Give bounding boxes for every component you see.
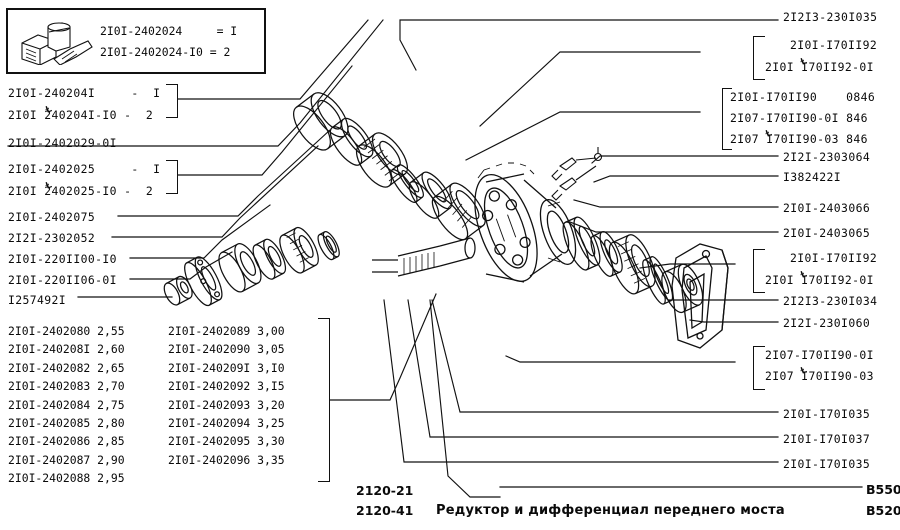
part-label-I70II90-0I-846: 2I07-I70II90-0I 846 <box>730 111 868 125</box>
part-label-2403066: 2I0I-2403066 <box>783 201 871 215</box>
pair-bracket-5 <box>753 249 765 293</box>
leader-lines-shim <box>330 294 436 400</box>
legend-line-1: 2I0I-2402024 = I <box>100 24 238 38</box>
shim-row: 2I0I-2402086 2,85 <box>8 434 125 449</box>
part-label-2I2I-2303064: 2I2I-2303064 <box>783 150 871 164</box>
shim-row: 2I0I-2402090 3,05 <box>168 342 285 357</box>
page-code-top: 2120-21 <box>356 483 414 498</box>
shim-row: 2I0I-2402087 2,90 <box>8 452 125 467</box>
parts-package-icon <box>21 22 93 65</box>
shim-table-bracket <box>318 318 330 482</box>
legend-box: 2I0I-2402024 = I 2I0I-2402024-I0 = 2 <box>6 8 266 74</box>
part-label-2402029-0I: 2I0I-2402029-0I <box>8 136 117 150</box>
shim-row: 2I0I-2402096 3,35 <box>168 452 285 467</box>
part-label-2I07-I70II90-03: 2I07 I70II90-03 <box>765 369 874 383</box>
part-label-220II00-I0: 2I0I-220II00-I0 <box>8 252 117 266</box>
part-label-2402075: 2I0I-2402075 <box>8 210 96 224</box>
shim-row: 2I0I-240208I 2,60 <box>8 342 125 357</box>
part-label-I70I035-b: 2I0I-I70I035 <box>783 457 871 471</box>
part-label-2302052: 2I2I-2302052 <box>8 231 96 245</box>
part-label-2I2I-230I060: 2I2I-230I060 <box>783 316 871 330</box>
shim-row: 2I0I-2402080 2,55 <box>8 324 125 338</box>
shim-row: 2I0I-2402082 2,65 <box>8 360 125 375</box>
part-label-2403065: 2I0I-2403065 <box>783 226 871 240</box>
part-label-2402025: 2I0I-2402025 - I <box>8 162 161 176</box>
section-code-bottom: B520 <box>866 503 900 518</box>
page-title: Редуктор и дифференциал переднего моста <box>436 503 785 518</box>
part-label-220II06-0I: 2I0I-220II06-0I <box>8 273 117 287</box>
legend-text: 2I0I-2402024 = I 2I0I-2402024-I0 = 2 <box>100 21 237 63</box>
part-label-I70II90-0846: 2I0I-I70II90 0846 <box>730 90 876 104</box>
mounting-bracket <box>672 244 728 348</box>
shim-table-column-2: 2I0I-2402089 3,00 2I0I-2402090 3,05 2I0I… <box>168 322 285 469</box>
part-cluster-right <box>558 214 707 316</box>
differential-case <box>462 163 582 290</box>
page-code-bottom: 2120-41 <box>356 503 414 518</box>
shim-row: 2I0I-2402084 2,75 <box>8 397 125 412</box>
part-label-2402025-I0: 2I0I 2402025-I0 - 2 <box>8 184 154 198</box>
part-label-I70II90-03-846: 2I07 I70II90-03 846 <box>730 132 868 146</box>
part-cluster-upper-left <box>287 87 491 245</box>
pinion-shaft <box>372 238 475 276</box>
part-label-I70II92-0I-b: 2I0I I70II92-0I <box>765 273 874 287</box>
shim-row: 2I0I-2402088 2,95 <box>8 471 125 486</box>
legend-line-2: 2I0I-2402024-I0 = 2 <box>100 45 231 59</box>
shim-row: 2I0I-2402094 3,25 <box>168 416 285 431</box>
part-label-I257492I: I257492I <box>8 293 67 307</box>
shim-row: 2I0I-2402089 3,00 <box>168 324 285 338</box>
pair-bracket-4 <box>722 88 732 150</box>
pair-bracket-1 <box>166 84 178 118</box>
part-label-I70II92-b: 2I0I-I70II92 <box>790 251 878 265</box>
part-label-I382422I: I382422I <box>783 170 842 184</box>
shim-row: 2I0I-2402093 3,20 <box>168 397 285 412</box>
pair-bracket-6 <box>753 346 765 390</box>
part-label-I70I037: 2I0I-I70I037 <box>783 432 871 446</box>
shim-row: 2I0I-2402092 3,I5 <box>168 379 285 394</box>
part-label-2I2I3-230I035-top: 2I2I3-230I035 <box>783 10 878 24</box>
part-label-2I2I3-230I034: 2I2I3-230I034 <box>783 294 878 308</box>
shim-row: 2I0I-2402095 3,30 <box>168 434 285 449</box>
section-code-top: B550 <box>866 482 900 497</box>
part-label-240204I-I0: 2I0I 240204I-I0 - 2 <box>8 108 154 122</box>
part-label-I70II92-0I-a: 2I0I I70II92-0I <box>765 60 874 74</box>
pair-bracket-2 <box>166 160 178 194</box>
part-cluster-left-hub <box>161 224 342 309</box>
hardware-clips <box>552 147 602 200</box>
part-label-2I07-I70II90-0I: 2I07-I70II90-0I <box>765 348 874 362</box>
part-label-I70II92-a: 2I0I-I70II92 <box>790 38 878 52</box>
shim-row: 2I0I-2402083 2,70 <box>8 379 125 394</box>
part-label-I70I035-a: 2I0I-I70I035 <box>783 407 871 421</box>
shim-row: 2I0I-240209I 3,I0 <box>168 360 285 375</box>
shim-row: 2I0I-2402085 2,80 <box>8 416 125 431</box>
part-label-240204I: 2I0I-240204I - I <box>8 86 161 100</box>
pair-bracket-3 <box>753 36 765 80</box>
shim-table-column-1: 2I0I-2402080 2,55 2I0I-240208I 2,60 2I0I… <box>8 322 125 488</box>
